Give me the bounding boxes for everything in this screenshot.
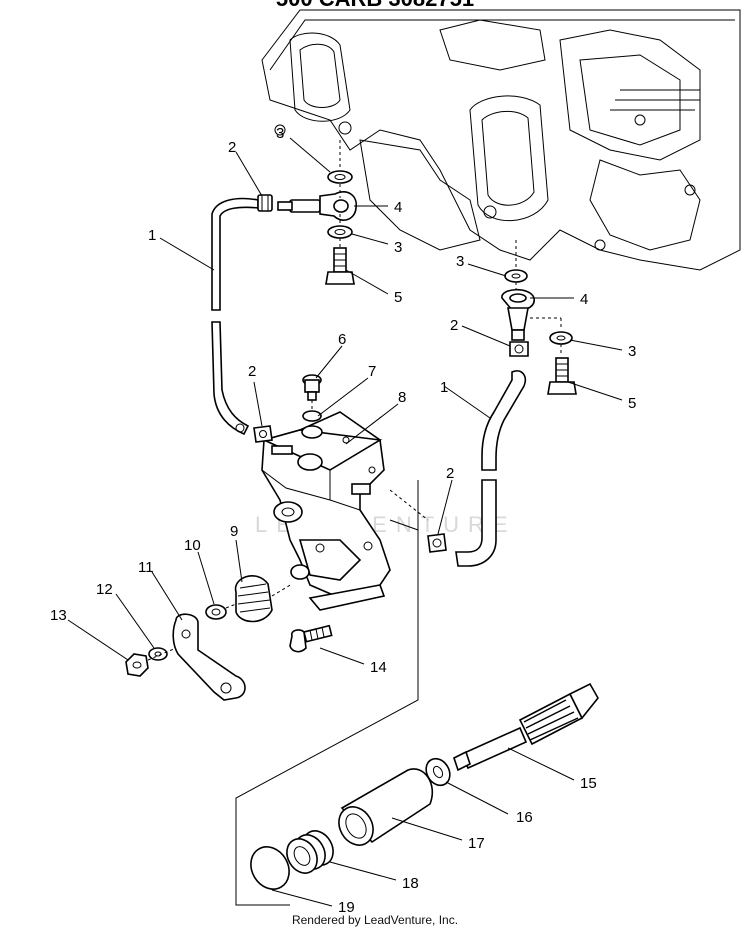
washer-top-lower [327,225,353,239]
pump-screw-14 [289,624,333,653]
snap-ring-19 [250,846,290,890]
callout-5-right: 5 [628,395,636,412]
callout-3-top-upper: 3 [276,125,284,142]
callout-11: 11 [138,559,154,576]
drive-shaft-15 [453,682,599,772]
washer-10 [205,604,227,620]
pump-screw-6 [302,374,322,401]
oil-pump-body [261,411,391,611]
banjo-bolt-right [547,357,577,395]
callout-8: 8 [398,389,406,406]
oil-hose-right [455,370,527,567]
assembly-leader-frame [235,480,419,906]
callout-17: 17 [468,835,485,852]
pump-lever-11 [172,613,246,701]
callout-4-right: 4 [580,291,588,308]
callout-labels: 1 1 2 2 2 2 3 3 3 3 4 4 5 5 6 7 8 9 10 1… [50,125,636,916]
callout-10: 10 [184,537,201,554]
callout-18: 18 [402,875,419,892]
callout-1-right: 1 [440,379,448,396]
callout-3-top-lower: 3 [394,239,402,256]
callout-12: 12 [96,581,113,598]
callout-7: 7 [368,363,376,380]
callout-14: 14 [370,659,387,676]
callout-19: 19 [338,899,355,916]
callout-15: 15 [580,775,597,792]
callout-3-right-lower: 3 [628,343,636,360]
washer-12 [148,647,168,661]
pump-gear-9 [234,575,273,623]
engine-case-drawing [261,9,741,271]
diagram-title: 500 CARB 3082751 [0,0,750,12]
hose-clamp-top [257,194,273,212]
callout-2-top: 2 [228,139,236,156]
banjo-fitting-right [501,288,535,341]
oil-hose-left [211,197,259,436]
hose-clamp-right-upper [509,341,529,357]
hose-clamp-right-lower [427,533,447,553]
callout-2-pump: 2 [248,363,256,380]
callout-5-top: 5 [394,289,402,306]
callout-16: 16 [516,809,533,826]
banjo-fitting-top [277,191,358,221]
nut-13 [125,653,149,677]
banjo-bolt-top [325,247,355,285]
washer-right-lower [549,331,573,345]
pump-washer-7 [302,410,322,422]
callout-2-right-upper: 2 [450,317,458,334]
washer-right-upper [504,269,528,283]
callout-3-right-upper: 3 [456,253,464,270]
spring-18 [286,830,334,874]
leader-lines [67,137,623,907]
footer-credit: Rendered by LeadVenture, Inc. [291,913,459,927]
callout-1-left: 1 [148,227,156,244]
sleeve-17 [338,768,433,846]
callout-13: 13 [50,607,67,624]
hose-clamp-pump [253,425,273,443]
callout-6: 6 [338,331,346,348]
callout-2-right-lower: 2 [446,465,454,482]
callout-9: 9 [230,523,238,540]
washer-top-upper [327,170,353,184]
callout-4-top: 4 [394,199,402,216]
